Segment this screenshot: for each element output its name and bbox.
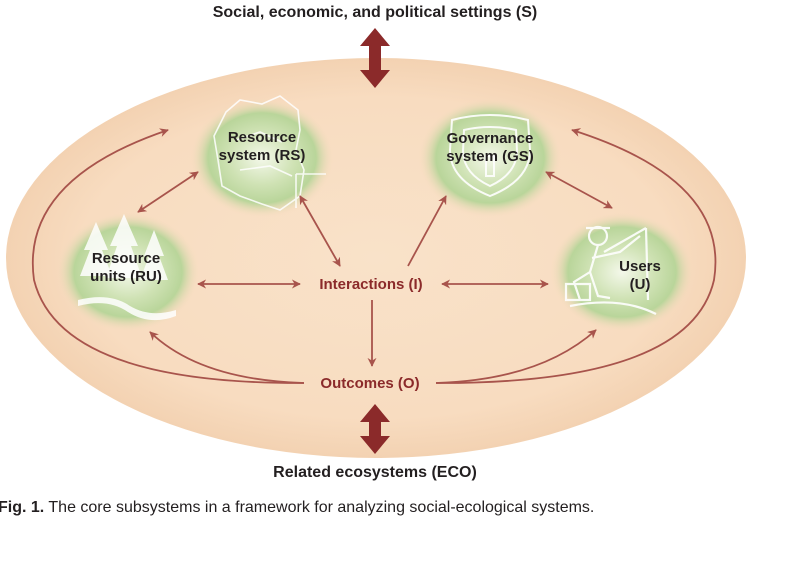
map-outline-icon	[213, 95, 326, 211]
governance-system-halo	[418, 98, 562, 218]
pine-trees-icon	[78, 214, 176, 321]
fisherman-icon	[564, 225, 657, 315]
outcomes-label: Outcomes (O)	[320, 375, 420, 392]
governance-system-label: Governance system (GS)	[430, 130, 550, 166]
users-halo	[550, 212, 694, 332]
arrow-interactions-gs	[407, 195, 447, 267]
shield-badge-icon	[448, 114, 532, 198]
resource-system-line2: system (RS)	[218, 147, 306, 164]
caption-text: The core subsystems in a framework for a…	[48, 499, 595, 516]
ecosystems-double-arrow	[360, 404, 390, 454]
resource-system-label: Resource system (RS)	[202, 129, 322, 165]
users-line2: (U)	[629, 276, 651, 293]
arrow-gs-users	[545, 171, 613, 209]
resource-units-label: Resource units (RU)	[66, 250, 186, 286]
caption-prefix: Fig. 1.	[0, 499, 45, 516]
arrow-outcomes-gs-loop	[435, 128, 717, 384]
interactions-label: Interactions (I)	[319, 276, 423, 293]
resource-units-line1: Resource	[91, 250, 161, 267]
users-label: Users (U)	[600, 258, 680, 294]
arrow-ru-rs	[137, 171, 199, 213]
settings-double-arrow	[360, 28, 390, 88]
settings-label: Social, economic, and political settings…	[212, 4, 538, 21]
resource-system-line1: Resource	[227, 129, 297, 146]
arrow-outcomes-users	[435, 329, 597, 384]
figure-caption: Fig. 1. The core subsystems in a framewo…	[0, 499, 594, 517]
arrow-rs-interactions	[299, 195, 341, 267]
ecosystems-label: Related ecosystems (ECO)	[273, 464, 477, 481]
governance-system-line2: system (GS)	[446, 148, 534, 165]
arrow-outcomes-rs-loop	[31, 128, 305, 384]
arrow-outcomes-ru	[149, 331, 305, 384]
users-line1: Users	[619, 258, 661, 275]
governance-system-line1: Governance	[446, 130, 534, 147]
resource-units-line2: units (RU)	[90, 268, 162, 285]
